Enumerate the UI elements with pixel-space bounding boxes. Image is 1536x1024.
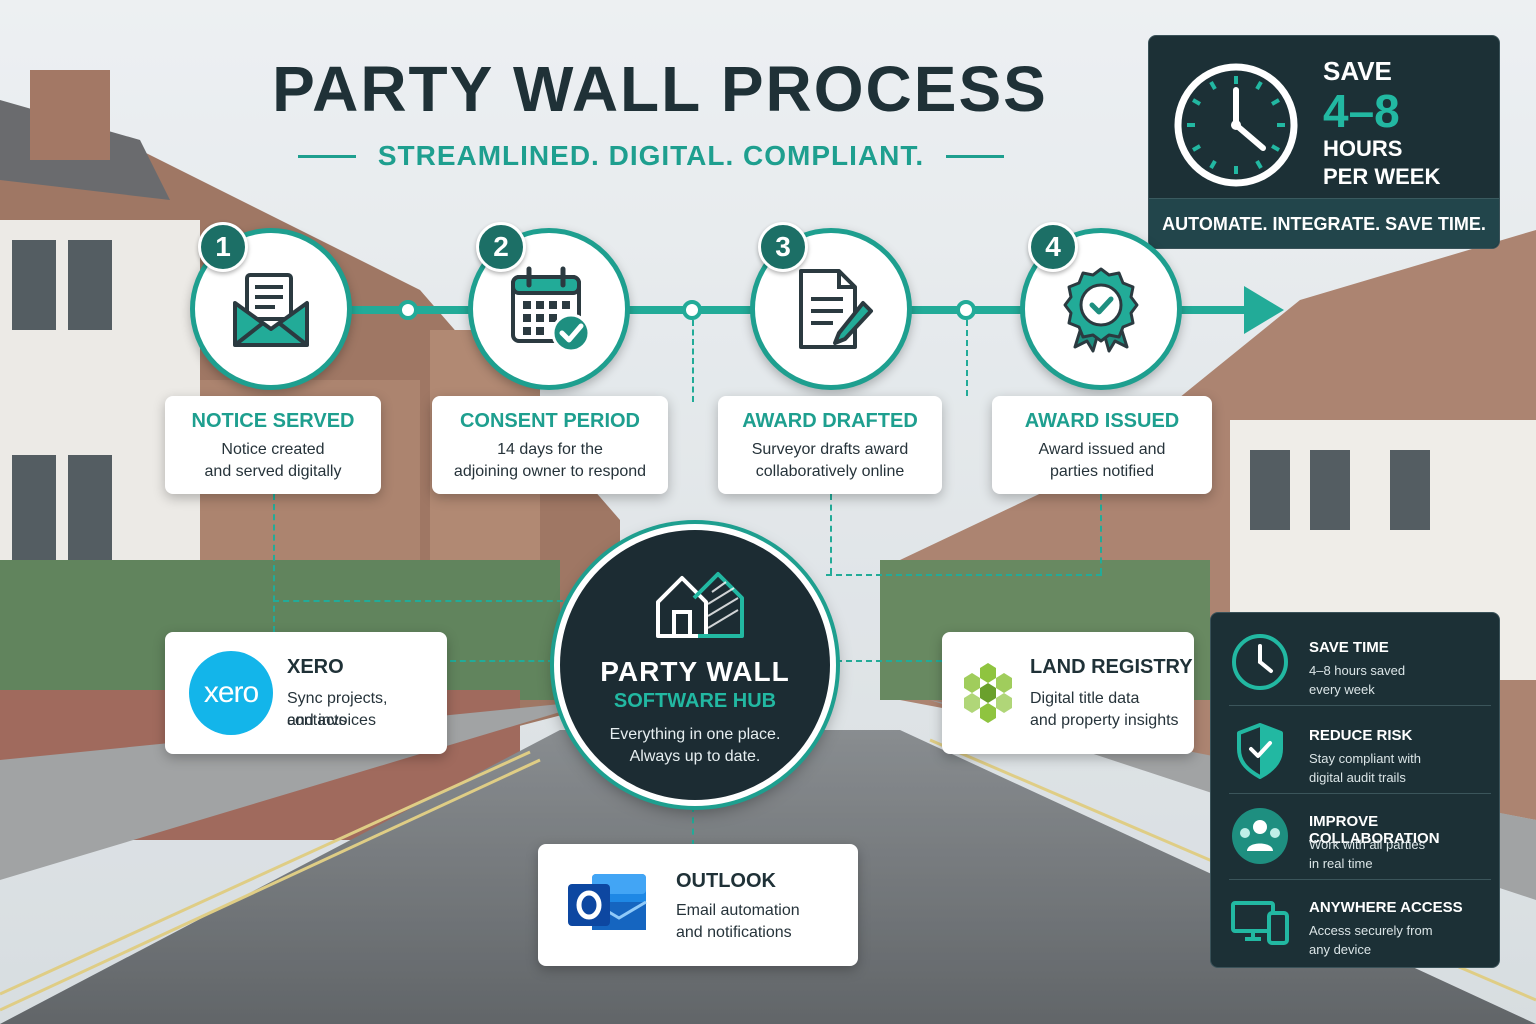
devices-icon (1231, 901, 1289, 945)
benefit-collaboration-desc-line2: in real time (1309, 856, 1373, 871)
calendar-check-icon (511, 266, 591, 353)
benefit-anywhere-access-title: ANYWHERE ACCESS (1309, 899, 1463, 916)
save-panel-footer: AUTOMATE. INTEGRATE. SAVE TIME. (1149, 198, 1499, 248)
save-label: SAVE (1323, 56, 1392, 86)
step-2-title: CONSENT PERIOD (459, 410, 641, 432)
process-flow-arrow (1244, 286, 1284, 334)
subtitle-rule-left (297, 154, 356, 158)
hub-subtitle: SOFTWARE HUB (613, 690, 777, 712)
benefits-panel: SAVE TIME 4–8 hours saved every week RED… (1210, 612, 1500, 968)
page-subtitle: STREAMLINED. DIGITAL. COMPLIANT. (377, 140, 925, 171)
step-3-title: AWARD DRAFTED (742, 410, 918, 432)
benefit-anywhere-access-desc-line2: any device (1309, 942, 1372, 957)
step-3-desc-line2: collaboratively online (755, 463, 905, 480)
connector-xero-vertical (273, 494, 275, 632)
clock-icon (1232, 634, 1288, 690)
save-unit-week: PER WEEK (1323, 164, 1441, 189)
outlook-card: OUTLOOK Email automation and notificatio… (538, 844, 858, 966)
connector-step3-vertical (830, 494, 832, 574)
page-title: PARTY WALL PROCESS (272, 53, 1048, 125)
step-3-card: AWARD DRAFTED Surveyor drafts award coll… (718, 396, 942, 494)
xero-desc-line1: Sync projects, contacts (287, 690, 388, 729)
benefit-save-time: SAVE TIME 4–8 hours saved every week (1211, 619, 1499, 705)
benefit-save-time-title: SAVE TIME (1309, 639, 1389, 656)
connector-xero-hub (450, 660, 554, 662)
benefit-divider-1 (1229, 705, 1491, 706)
benefit-divider-2 (1229, 793, 1491, 794)
benefit-reduce-risk-title: REDUCE RISK (1309, 727, 1413, 744)
document-pen-icon (799, 269, 873, 349)
connector-land-vertical (1100, 494, 1102, 574)
step-1-desc-line2: and served digitally (204, 463, 342, 480)
benefit-collaboration-desc-line1: Work with all parties (1309, 837, 1426, 852)
flow-junction-2 (682, 300, 702, 320)
land-registry-logo (964, 663, 1012, 723)
connector-xero-horizontal (273, 600, 573, 602)
land-registry-desc-line1: Digital title data (1030, 690, 1140, 707)
clock-icon (1174, 63, 1298, 187)
flow-junction-1 (398, 300, 418, 320)
step-2-card: CONSENT PERIOD 14 days for the adjoining… (432, 396, 668, 494)
outlook-desc-line2: and notifications (676, 924, 792, 941)
save-text: SAVE 4–8 HOURS PER WEEK (1323, 56, 1440, 191)
connector-step4-vertical (966, 320, 968, 396)
benefit-reduce-risk: REDUCE RISK Stay compliant with digital … (1211, 707, 1499, 793)
step-1-title: NOTICE SERVED (191, 410, 355, 432)
step-4-card: AWARD ISSUED Award issued and parties no… (992, 396, 1212, 494)
subtitle-rule-right (946, 154, 1005, 158)
step-2-desc-line1: 14 days for the (497, 441, 603, 458)
benefit-anywhere-access-desc-line1: Access securely from (1309, 923, 1433, 938)
hub-desc-line1: Everything in one place. (609, 726, 781, 743)
benefit-anywhere-access: ANYWHERE ACCESS Access securely from any… (1211, 879, 1499, 965)
land-registry-desc-line2: and property insights (1030, 712, 1179, 729)
award-ribbon-icon (1063, 267, 1139, 353)
subtitle-row: STREAMLINED. DIGITAL. COMPLIANT. (286, 138, 1016, 174)
step-4-title: AWARD ISSUED (1024, 410, 1180, 432)
benefit-divider-3 (1229, 879, 1491, 880)
xero-card: xero XERO Sync projects, contacts and in… (165, 632, 447, 754)
hub-desc-line2: Always up to date. (629, 748, 761, 765)
benefit-reduce-risk-desc-line2: digital audit trails (1309, 770, 1406, 785)
step-2-desc-line2: adjoining owner to respond (453, 463, 647, 480)
step-3-desc-line1: Surveyor drafts award (751, 441, 909, 458)
step-3-number: 3 (758, 222, 808, 272)
benefit-reduce-risk-desc-line1: Stay compliant with (1309, 751, 1421, 766)
envelope-icon (233, 273, 309, 347)
outlook-desc-line1: Email automation (676, 902, 800, 919)
step-2-number: 2 (476, 222, 526, 272)
land-registry-card: LAND REGISTRY Digital title data and pro… (942, 632, 1194, 754)
software-hub: PARTY WALL SOFTWARE HUB Everything in on… (554, 524, 836, 806)
connector-outlook-vertical (692, 806, 694, 846)
shield-icon (1237, 723, 1283, 779)
benefit-save-time-desc-line1: 4–8 hours saved (1309, 663, 1406, 678)
connector-land-hub (836, 660, 942, 662)
benefit-collaboration: IMPROVE COLLABORATION Work with all part… (1211, 793, 1499, 879)
outlook-logo (568, 874, 647, 930)
step-1-number: 1 (198, 222, 248, 272)
step-4-desc-line2: parties notified (1049, 463, 1155, 480)
save-value: 4–8 (1323, 85, 1400, 137)
save-time-panel: SAVE 4–8 HOURS PER WEEK AUTOMATE. INTEGR… (1148, 35, 1500, 249)
hub-title: PARTY WALL (600, 656, 790, 687)
step-1-card: NOTICE SERVED Notice created and served … (165, 396, 381, 494)
xero-logo: xero (189, 651, 273, 735)
connector-step2-vertical (692, 320, 694, 402)
houses-icon (656, 572, 744, 638)
step-4-desc-line1: Award issued and (1038, 441, 1166, 458)
step-1-desc-line1: Notice created (221, 441, 325, 458)
benefit-save-time-desc-line2: every week (1309, 682, 1375, 697)
step-4-number: 4 (1028, 222, 1078, 272)
outlook-title: OUTLOOK (676, 870, 776, 892)
xero-title: XERO (287, 656, 344, 678)
land-registry-title: LAND REGISTRY (1030, 656, 1193, 678)
flow-junction-3 (956, 300, 976, 320)
benefit-collaboration-title: IMPROVE COLLABORATION (1309, 813, 1440, 847)
save-unit-hours: HOURS (1323, 136, 1403, 161)
people-icon (1232, 808, 1288, 864)
connector-land-horizontal (826, 574, 1102, 576)
xero-desc-line2: and invoices (287, 712, 376, 729)
